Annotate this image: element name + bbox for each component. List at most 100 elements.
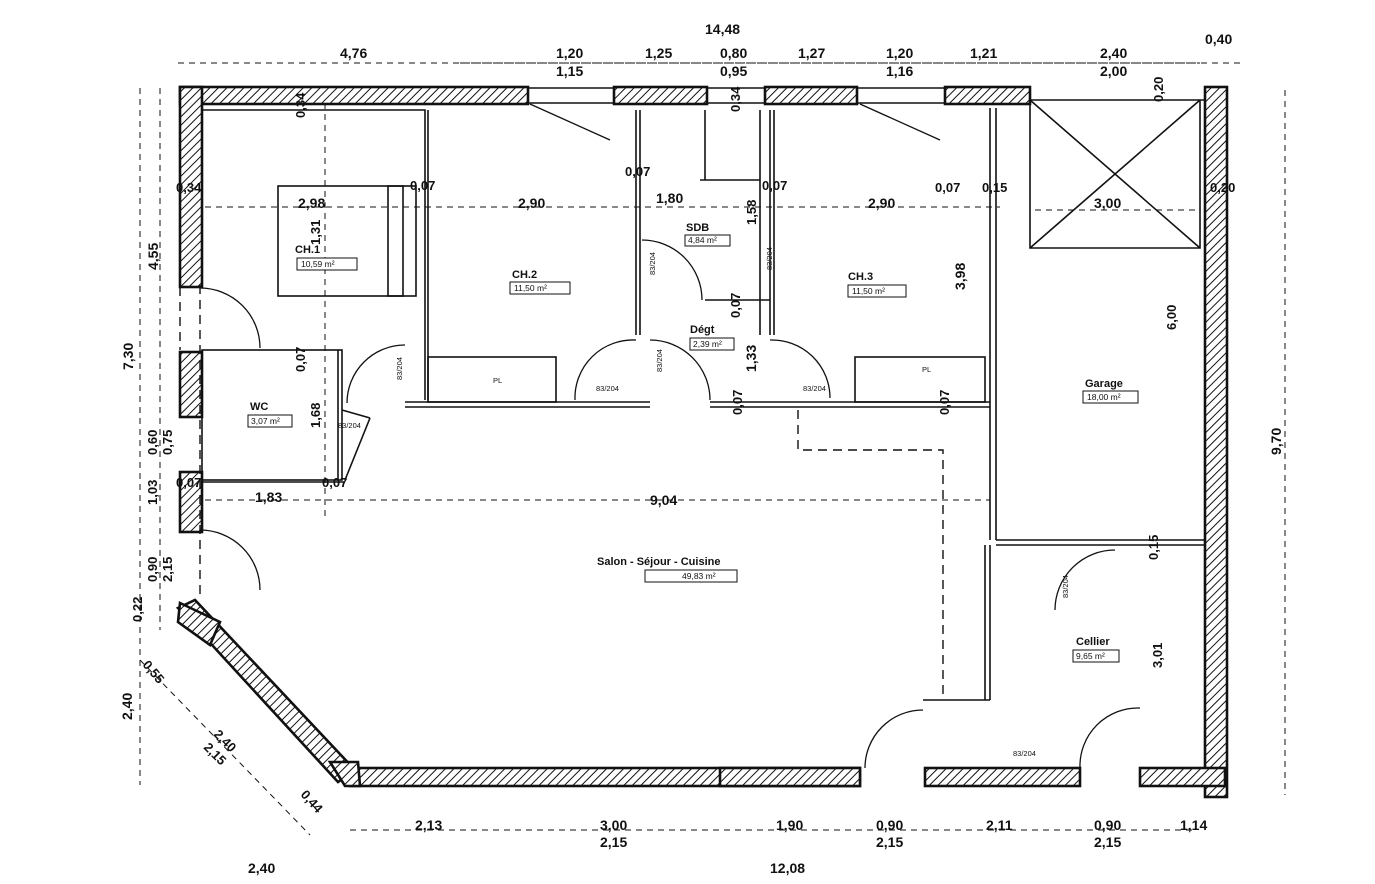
door-swings [199,103,1141,769]
room-cellier: Cellier 9,65 m² [1072,636,1120,663]
room-ch2: CH.2 11,50 m² [509,269,571,295]
svg-text:9,65 m²: 9,65 m² [1076,651,1105,661]
svg-text:2,40: 2,40 [1100,45,1127,61]
interior-dimensions: 2,98 2,90 1,80 2,90 3,00 9,04 1,83 1,31 … [176,86,1161,560]
door-size-labels: 83/204 83/204 83/204 83/204 83/204 83/20… [338,247,1070,758]
closet-labels: PL PL [493,365,931,385]
svg-text:1,33: 1,33 [743,345,759,372]
svg-text:0,22: 0,22 [130,597,145,622]
svg-text:Garage: Garage [1085,378,1123,390]
svg-text:2,13: 2,13 [415,817,442,833]
dim-overall-top: 14,48 [705,21,740,37]
svg-text:CH.1: CH.1 [295,244,320,256]
svg-text:6,00: 6,00 [1164,305,1179,330]
svg-text:83/204: 83/204 [803,384,826,393]
svg-text:0,20: 0,20 [1151,77,1166,102]
svg-text:3,00: 3,00 [1094,195,1121,211]
svg-text:CH.2: CH.2 [512,269,537,281]
svg-text:1,90: 1,90 [776,817,803,833]
svg-text:0,07: 0,07 [410,178,435,193]
svg-text:0,20: 0,20 [1210,180,1235,195]
room-degt: Dégt 2,39 m² [689,324,735,351]
svg-text:0,34: 0,34 [728,86,743,112]
svg-text:4,55: 4,55 [145,243,161,270]
svg-text:0,75: 0,75 [160,430,175,455]
svg-text:0,07: 0,07 [293,347,308,372]
room-garage: Garage 18,00 m² [1082,378,1139,404]
svg-text:0,90: 0,90 [1094,817,1121,833]
top-dimensions: 14,48 4,76 1,20 1,25 0,80 1,27 1,20 1,21… [340,21,1232,79]
svg-text:83/204: 83/204 [1061,575,1070,598]
svg-text:0,07: 0,07 [322,475,347,490]
svg-text:2,15: 2,15 [600,834,627,850]
svg-text:2,15: 2,15 [1094,834,1121,850]
svg-text:0,55: 0,55 [140,657,168,686]
svg-text:83/204: 83/204 [1013,749,1036,758]
svg-text:49,83 m²: 49,83 m² [682,571,716,581]
svg-text:1,21: 1,21 [970,45,997,61]
room-sdb: SDB 4,84 m² [684,222,731,247]
svg-text:9,04: 9,04 [650,492,677,508]
svg-text:PL: PL [493,376,502,385]
svg-text:0,15: 0,15 [982,180,1007,195]
exterior-walls [175,85,1229,799]
svg-text:0,44: 0,44 [298,787,327,816]
svg-text:2,90: 2,90 [868,195,895,211]
svg-text:7,30: 7,30 [120,343,136,370]
svg-text:1,20: 1,20 [556,45,583,61]
svg-text:83/204: 83/204 [765,247,774,270]
svg-text:0,90: 0,90 [876,817,903,833]
svg-text:9,70: 9,70 [1268,428,1284,455]
svg-text:Dégt: Dégt [690,324,715,336]
svg-text:2,40: 2,40 [119,693,135,720]
interior-walls [201,99,1205,701]
svg-text:2,11: 2,11 [986,817,1013,833]
svg-text:CH.3: CH.3 [848,271,873,283]
svg-text:0,07: 0,07 [730,390,745,415]
room-ch3: CH.3 11,50 m² [847,271,907,298]
dashed-outlines [179,285,944,700]
svg-text:83/204: 83/204 [655,349,664,372]
svg-text:3,98: 3,98 [952,263,968,290]
svg-text:4,76: 4,76 [340,45,367,61]
svg-text:1,83: 1,83 [255,489,282,505]
svg-text:3,01: 3,01 [1150,643,1165,668]
svg-text:11,50 m²: 11,50 m² [514,283,547,293]
room-salon: Salon - Séjour - Cuisine 49,83 m² [597,556,738,583]
svg-text:1,80: 1,80 [656,190,683,206]
svg-text:PL: PL [922,365,931,374]
svg-text:0,95: 0,95 [720,63,747,79]
bottom-dimensions: 2,13 3,00 2,15 1,90 0,90 2,15 2,11 0,90 … [248,817,1207,876]
svg-text:Salon - Séjour - Cuisine: Salon - Séjour - Cuisine [597,556,720,568]
svg-text:0,07: 0,07 [176,475,201,490]
svg-text:WC: WC [250,401,268,413]
svg-text:2,90: 2,90 [518,195,545,211]
svg-text:1,27: 1,27 [798,45,825,61]
svg-text:1,58: 1,58 [744,200,759,225]
svg-text:0,40: 0,40 [1205,31,1232,47]
svg-text:0,15: 0,15 [1146,535,1161,560]
svg-text:2,98: 2,98 [298,195,325,211]
svg-text:1,03: 1,03 [145,480,160,505]
svg-text:1,68: 1,68 [308,403,323,428]
svg-text:0,80: 0,80 [720,45,747,61]
svg-text:83/204: 83/204 [338,421,361,430]
svg-text:4,84 m²: 4,84 m² [688,235,717,245]
svg-text:1,20: 1,20 [886,45,913,61]
svg-text:0,34: 0,34 [176,180,202,195]
svg-text:1,31: 1,31 [308,220,323,245]
svg-text:3,07 m²: 3,07 m² [251,416,280,426]
svg-text:2,15: 2,15 [876,834,903,850]
svg-text:2,40: 2,40 [248,860,275,876]
right-dimensions: 9,70 6,00 3,01 0,20 0,20 [1150,77,1284,668]
svg-text:11,50 m²: 11,50 m² [852,286,885,296]
svg-text:0,60: 0,60 [145,430,160,455]
svg-text:0,90: 0,90 [145,557,160,582]
svg-text:1,14: 1,14 [1180,817,1207,833]
svg-text:83/204: 83/204 [596,384,619,393]
svg-text:1,16: 1,16 [886,63,913,79]
svg-text:3,00: 3,00 [600,817,627,833]
svg-text:1,15: 1,15 [556,63,583,79]
room-ch1: CH.1 10,59 m² [295,244,358,271]
